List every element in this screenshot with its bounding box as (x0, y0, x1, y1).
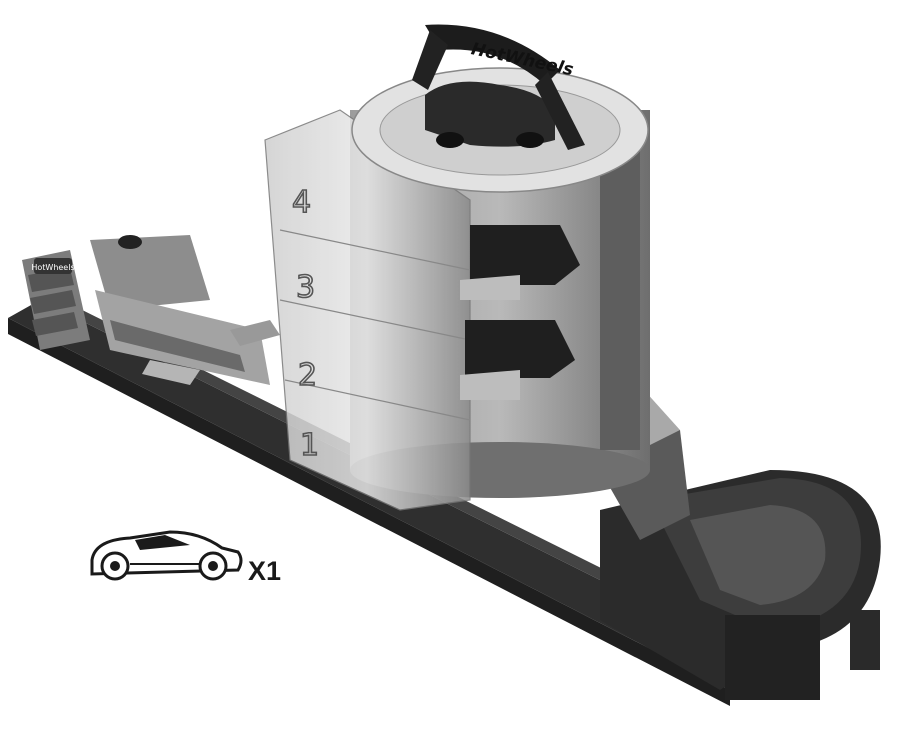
level-4-label: 4 (292, 185, 311, 220)
level-3-label: 3 (296, 270, 315, 305)
car-icon (90, 530, 243, 581)
quantity-label: X1 (248, 556, 281, 586)
level-numbers: 1 2 3 4 (291, 184, 320, 464)
level-gates (460, 225, 580, 400)
svg-text:HotWheels: HotWheels (31, 263, 74, 272)
level-1-label: 1 (300, 428, 319, 463)
launcher (22, 235, 280, 385)
level-2-label: 2 (298, 358, 317, 393)
contents-callout: X1 (90, 530, 281, 586)
curved-track-end (600, 470, 881, 700)
top-car (425, 81, 555, 148)
small-brand-logo: HotWheels (31, 258, 75, 274)
